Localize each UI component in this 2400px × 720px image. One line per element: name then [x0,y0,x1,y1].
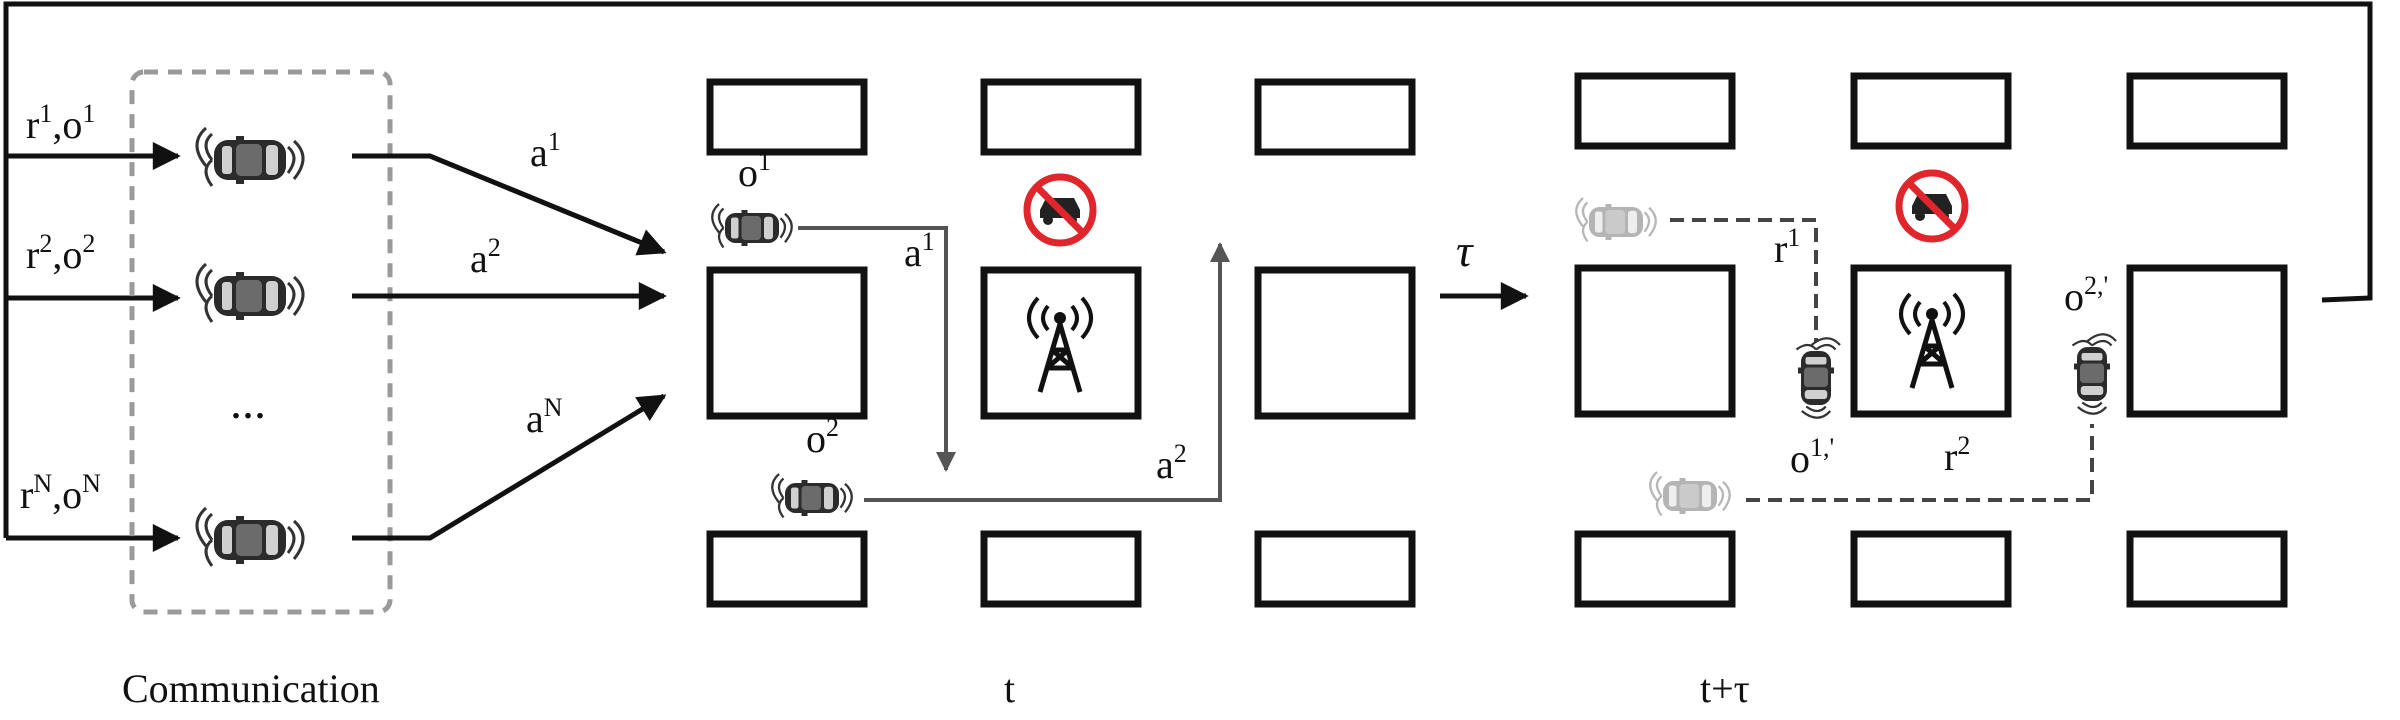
path-agent-1 [798,226,956,472]
car-icon [711,202,793,249]
city-block [1574,72,1736,150]
car-icon [1650,472,1730,516]
city-block [980,530,1142,608]
path-agent-2 [864,242,1230,502]
city-block [706,78,868,156]
city-block [980,78,1142,156]
city-block [1574,264,1736,418]
city-block [2126,530,2288,608]
reward-label-2: r2 [1944,431,1970,479]
city-block [1850,530,2012,608]
scene-t: o1 o2 a1 a2 [706,78,1416,608]
no-car-sign-icon [1027,177,1093,243]
reward-label-1: r1 [1774,223,1800,271]
city-block [1254,78,1416,156]
city-block [2126,72,2288,150]
path-action-label-2: a2 [1156,439,1187,487]
city-block [1254,266,1416,420]
car-icon [195,506,305,568]
action-arrow-n [352,393,667,541]
action-label-2: a2 [470,233,501,281]
action-arrow-1 [352,153,667,256]
city-block [980,266,1142,420]
next-obs-label-2: o2,' [2064,271,2108,319]
feedback-loop-line [3,1,2373,538]
city-block [1574,530,1736,608]
action-label-1: a1 [530,127,561,175]
input-label-n: rN,oN [20,469,101,517]
antenna-tower-icon [1029,298,1091,392]
city-block [2126,264,2288,418]
obs-label-1: o1 [738,147,771,195]
trajectory-agent-2 [1746,424,2094,502]
ellipsis: ... [230,376,266,429]
city-block [1850,264,2012,418]
city-block [706,530,868,608]
obs-label-2: o2 [806,413,839,461]
caption-t-plus-tau: t+τ [1700,666,1750,711]
caption-t: t [1004,666,1015,711]
car-icon [195,126,305,188]
caption-communication: Communication [122,666,380,711]
car-icon [771,472,853,519]
trajectory-agent-1 [1670,218,1818,342]
car-icon [1576,198,1656,242]
path-action-label-1: a1 [904,227,935,275]
city-block [1254,530,1416,608]
next-obs-label-1: o1,' [1790,433,1834,481]
input-label-1: r1,o1 [26,99,95,147]
scene-t-plus-tau: r1 r2 o1,' o2,' [1574,72,2288,608]
car-icon [2071,333,2118,415]
city-block [706,266,868,420]
tau-label: τ [1456,225,1474,276]
communication-box [129,69,393,615]
city-block [1850,72,2012,150]
car-icon [1795,337,1842,419]
input-label-2: r2,o2 [26,229,95,277]
antenna-tower-icon [1901,294,1963,388]
action-label-n: aN [526,393,563,441]
car-icon [195,262,305,324]
no-car-sign-icon [1899,173,1965,239]
